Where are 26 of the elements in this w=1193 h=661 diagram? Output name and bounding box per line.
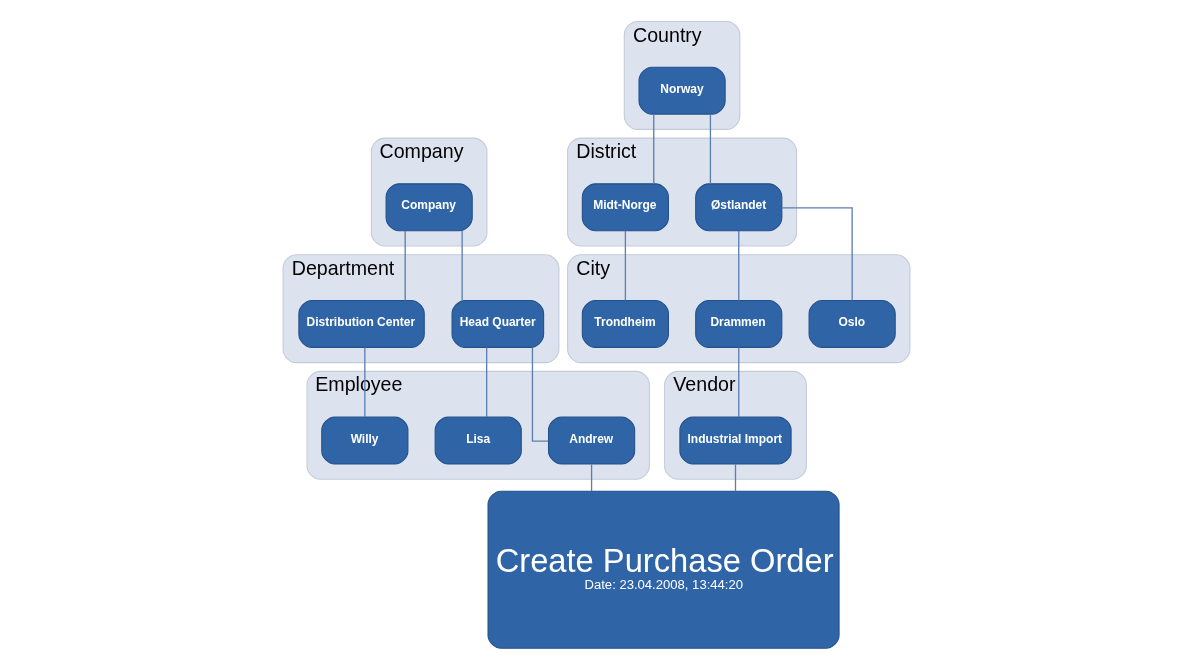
node-box: Drammen: [695, 299, 783, 348]
connector: [404, 230, 406, 302]
connector: [590, 463, 593, 492]
node-box: Midt-Norge: [581, 183, 669, 232]
node-box: Østlandet: [695, 183, 783, 232]
node-box: Lisa: [434, 416, 522, 465]
node-box: Create Purchase Order Date: 23.04.2008, 13:44:20: [487, 490, 840, 649]
node-box: Company: [385, 183, 473, 232]
connector: [738, 346, 740, 418]
node-box: Trondheim: [581, 299, 669, 348]
connector: [653, 113, 655, 185]
connector: [738, 230, 740, 302]
node-box: Oslo: [808, 299, 896, 348]
connector: [781, 207, 853, 302]
connector: [461, 230, 463, 302]
connector: [486, 346, 488, 418]
connector: [624, 230, 627, 302]
node-box: Willy: [321, 416, 409, 465]
node-box: Industrial Import: [679, 416, 792, 465]
connector: [734, 463, 737, 492]
node-box: Norway: [638, 66, 726, 115]
connector: [709, 113, 712, 185]
node-box: Head Quarter: [451, 299, 545, 348]
node-box: Distribution Center: [298, 299, 425, 348]
node-box: Andrew: [548, 416, 636, 465]
connector: [364, 346, 366, 418]
